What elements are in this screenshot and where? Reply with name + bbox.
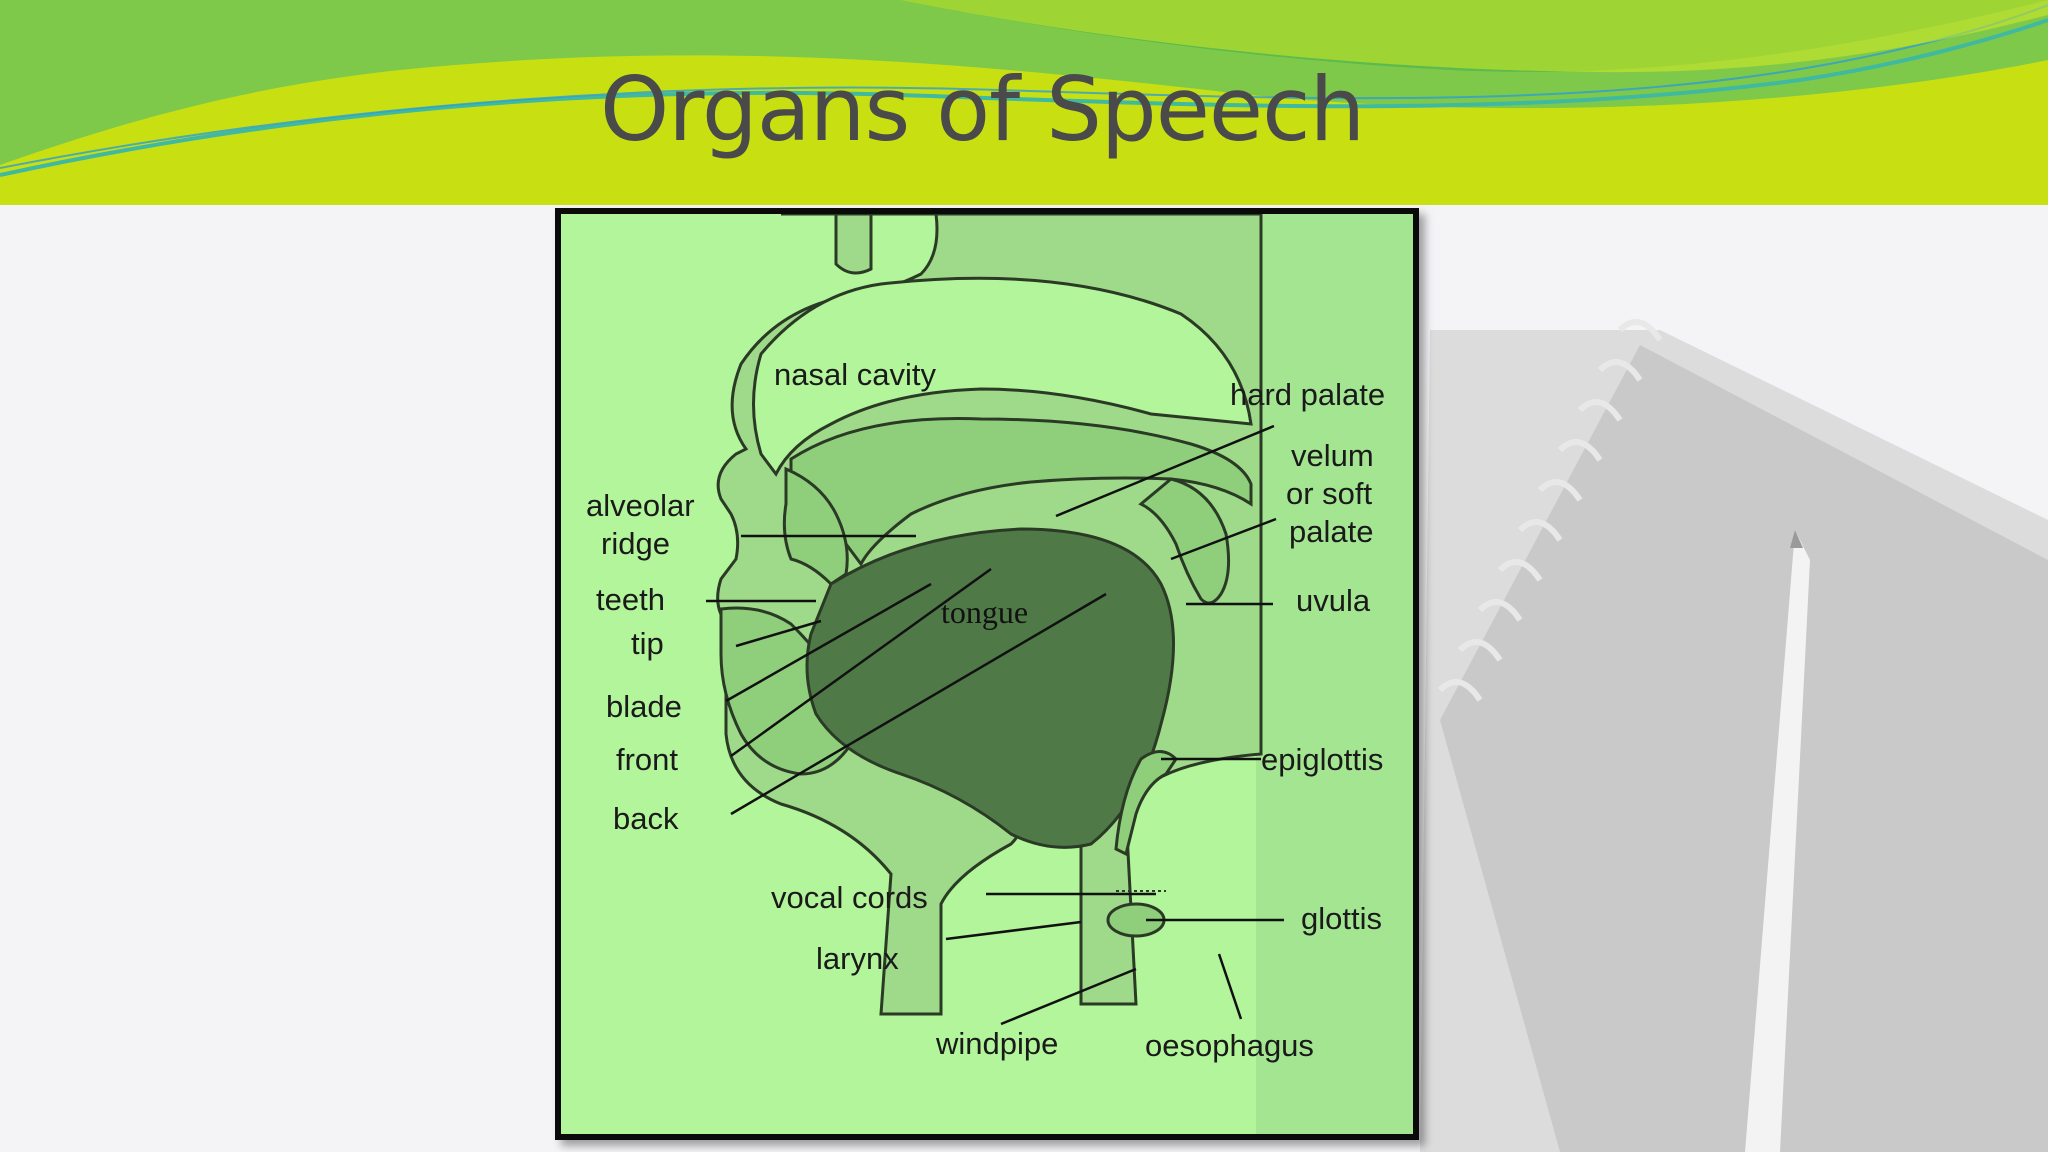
label-nasal-cavity: nasal cavity: [774, 357, 936, 392]
label-front: front: [616, 742, 678, 777]
velum-shape: [1138, 477, 1231, 605]
nasal-cavity-shape: [752, 276, 1253, 477]
label-tip: tip: [631, 626, 664, 661]
label-vocal-cords: vocal cords: [771, 880, 928, 915]
label-alveolar-line1: alveolar: [586, 488, 695, 523]
epiglottis-shape: [1114, 750, 1178, 857]
label-uvula: uvula: [1296, 583, 1371, 618]
label-hard-palate: hard palate: [1230, 377, 1385, 412]
label-tongue: tongue: [941, 594, 1028, 630]
label-back: back: [613, 801, 679, 836]
label-blade: blade: [606, 689, 682, 724]
title-banner: [0, 0, 2048, 205]
label-windpipe: windpipe: [935, 1026, 1058, 1061]
label-larynx: larynx: [816, 941, 899, 976]
label-alveolar-line2: ridge: [601, 526, 670, 561]
label-teeth: teeth: [596, 582, 665, 617]
label-epiglottis: epiglottis: [1261, 742, 1383, 777]
label-oesophagus: oesophagus: [1145, 1028, 1314, 1063]
label-velum-line3: palate: [1289, 514, 1373, 549]
slide-title: Organs of Speech: [600, 58, 1365, 161]
hard-palate-shape: [789, 417, 1253, 567]
label-glottis: glottis: [1301, 901, 1382, 936]
pharynx-panel: [1256, 214, 1413, 1134]
leader-lines: [706, 424, 1284, 1026]
label-velum-line1: velum: [1291, 438, 1374, 473]
notebook-image: [1420, 319, 2048, 1152]
speech-organs-diagram: nasal cavity hard palate velum or soft p…: [586, 214, 1413, 1134]
speech-organs-figure: nasal cavity hard palate velum or soft p…: [555, 208, 1419, 1140]
label-velum-line2: or soft: [1286, 476, 1373, 511]
